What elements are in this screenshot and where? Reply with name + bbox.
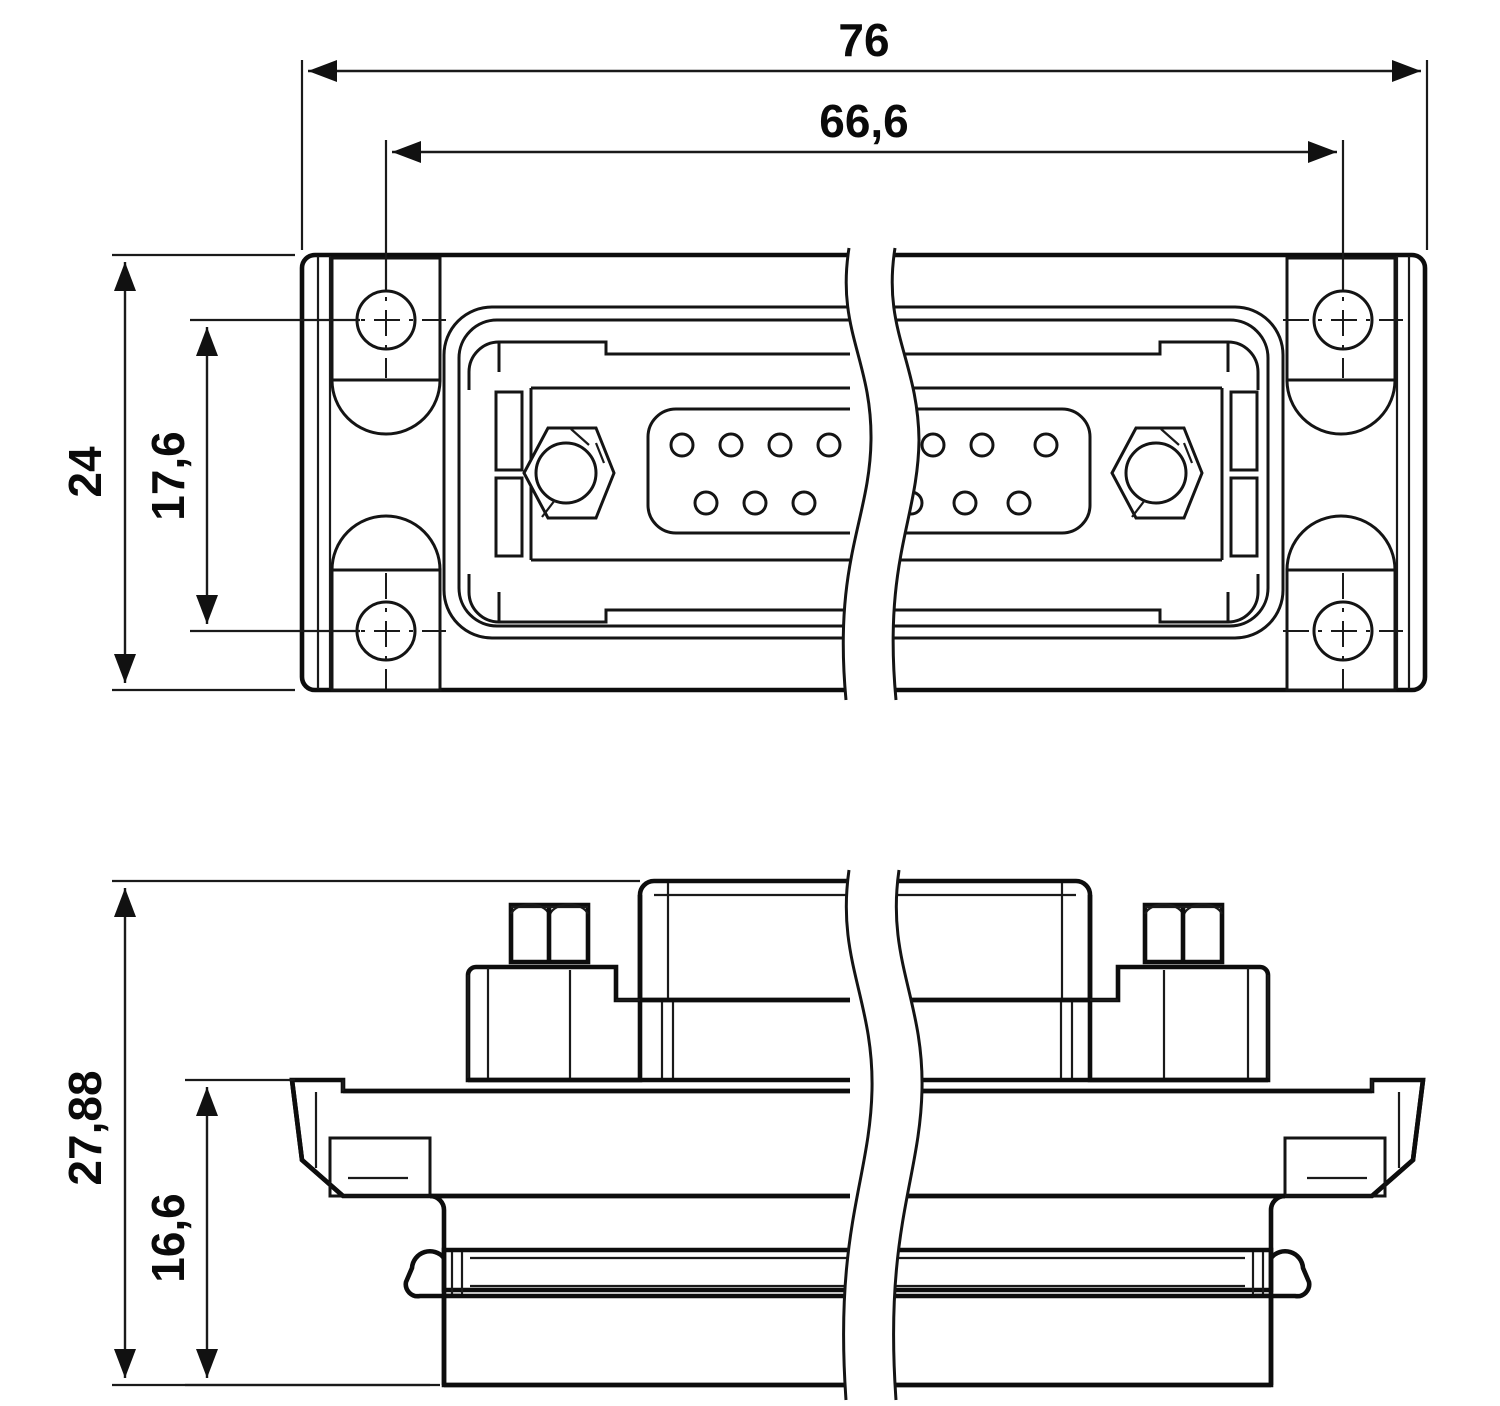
- jackscrew-chamfer-ra: [1144, 903, 1184, 915]
- housing-outer-top-left: [442, 305, 850, 356]
- housing-mid-bot-left: [457, 587, 850, 628]
- mounting-boss-upper-left-arc: [330, 379, 442, 436]
- side-view-group: [289, 869, 1426, 1401]
- mounting-boss-lower-left-arc: [330, 514, 442, 571]
- jackscrew-nut-left: [522, 426, 616, 520]
- dsub-pin-row-bottom-right: [898, 490, 1032, 516]
- housing-outer-top-right: [880, 305, 1285, 356]
- rear-cover-right: [880, 878, 1093, 1003]
- housing-shoulder-left: [465, 964, 643, 1083]
- jackscrew-head-right: [1142, 902, 1225, 965]
- lower-body-left: [441, 1293, 850, 1388]
- dim-label-overall-depth: 27,88: [59, 1070, 111, 1185]
- mounting-boss-upper-right-arc: [1285, 379, 1397, 436]
- seal-groove-left: [441, 1247, 850, 1293]
- hex-nut-left-chamfer-2: [541, 499, 556, 518]
- side-view-left-half: [289, 878, 850, 1388]
- flange-step-round-right: [1268, 1193, 1286, 1250]
- break-line-mask: [843, 248, 920, 700]
- hex-nut-left-bore: [534, 441, 598, 505]
- seal-lip-left: [403, 1248, 460, 1299]
- side-view-right-half: [880, 878, 1426, 1388]
- hex-nut-right-chamfer-2: [1131, 499, 1146, 518]
- dsub-pin: [767, 432, 793, 458]
- dsub-pin: [693, 490, 719, 516]
- dsub-pin: [1033, 432, 1059, 458]
- housing-recess-top-right: [880, 340, 1260, 373]
- latch-slot-lower-left: [494, 476, 524, 558]
- break-line-front-view: [841, 247, 921, 701]
- dsub-pin: [969, 432, 995, 458]
- break-line-curve-right: [890, 247, 921, 701]
- front-view-dimensions: 76 66,6 24 17,6: [59, 14, 1429, 692]
- dsub-pin: [718, 432, 744, 458]
- dim-label-hole-spacing-width: 66,6: [819, 95, 909, 147]
- side-view-dimensions: 27,88 16,6: [59, 879, 640, 1387]
- mounting-boss-lower-right-arc: [1285, 514, 1397, 571]
- latch-slot-upper-left: [494, 390, 524, 472]
- housing-mid-top-left: [457, 318, 850, 359]
- flange-step-round-left: [429, 1193, 447, 1250]
- jackscrew-nut-right: [1110, 426, 1204, 520]
- jackscrew-chamfer-a: [510, 903, 550, 915]
- jackscrew-chamfer-rb: [1183, 903, 1223, 915]
- dsub-pin: [816, 432, 842, 458]
- dsub-pin: [1006, 490, 1032, 516]
- jackscrew-head-left: [508, 902, 591, 965]
- dsub-pin: [791, 490, 817, 516]
- front-view-right-half: [880, 252, 1428, 693]
- hex-nut-right-chamfer-3: [1182, 442, 1194, 464]
- housing-shoulder-right: [1087, 964, 1271, 1083]
- dsub-pin: [952, 490, 978, 516]
- dim-label-hole-spacing-height: 17,6: [142, 431, 194, 521]
- dim-label-body-depth: 16,6: [142, 1193, 194, 1283]
- break-line-curve-left-side: [842, 869, 874, 1401]
- break-line-curve-left: [841, 247, 873, 701]
- dsub-pin: [920, 432, 946, 458]
- housing-mid-top-right: [880, 318, 1270, 359]
- lower-body-right: [880, 1293, 1274, 1388]
- dim-label-overall-width: 76: [838, 14, 889, 66]
- latch-slot-lower-right: [1229, 476, 1259, 558]
- dim-label-overall-height: 24: [59, 446, 111, 498]
- break-line-side-view: [842, 869, 924, 1401]
- housing-recess-bot-left: [467, 591, 850, 624]
- housing-outer-bot-left: [442, 589, 850, 640]
- housing-recess-bot-right: [880, 591, 1260, 624]
- dsub-pin: [742, 490, 768, 516]
- rear-cover-left: [637, 878, 850, 1003]
- latch-slot-upper-right: [1229, 390, 1259, 472]
- housing-mid-bot-right: [880, 587, 1270, 628]
- seal-lip-right: [1255, 1248, 1312, 1299]
- dsub-pin-row-bottom-left: [693, 490, 817, 516]
- front-view-group: [299, 247, 1428, 701]
- hex-nut-left-chamfer-3: [594, 442, 606, 464]
- break-line-curve-right-side: [892, 869, 924, 1401]
- dsub-pin-row-top-left: [669, 432, 842, 458]
- housing-outer-bot-right: [880, 589, 1285, 640]
- hex-nut-right-chamfer-1: [1160, 428, 1180, 446]
- housing-recess-top-left: [467, 340, 850, 373]
- front-view-left-half: [299, 252, 850, 693]
- jackscrew-chamfer-b: [549, 903, 589, 915]
- hex-nut-right-bore: [1124, 441, 1188, 505]
- dsub-pin: [669, 432, 695, 458]
- hex-nut-left-chamfer-1: [570, 428, 590, 446]
